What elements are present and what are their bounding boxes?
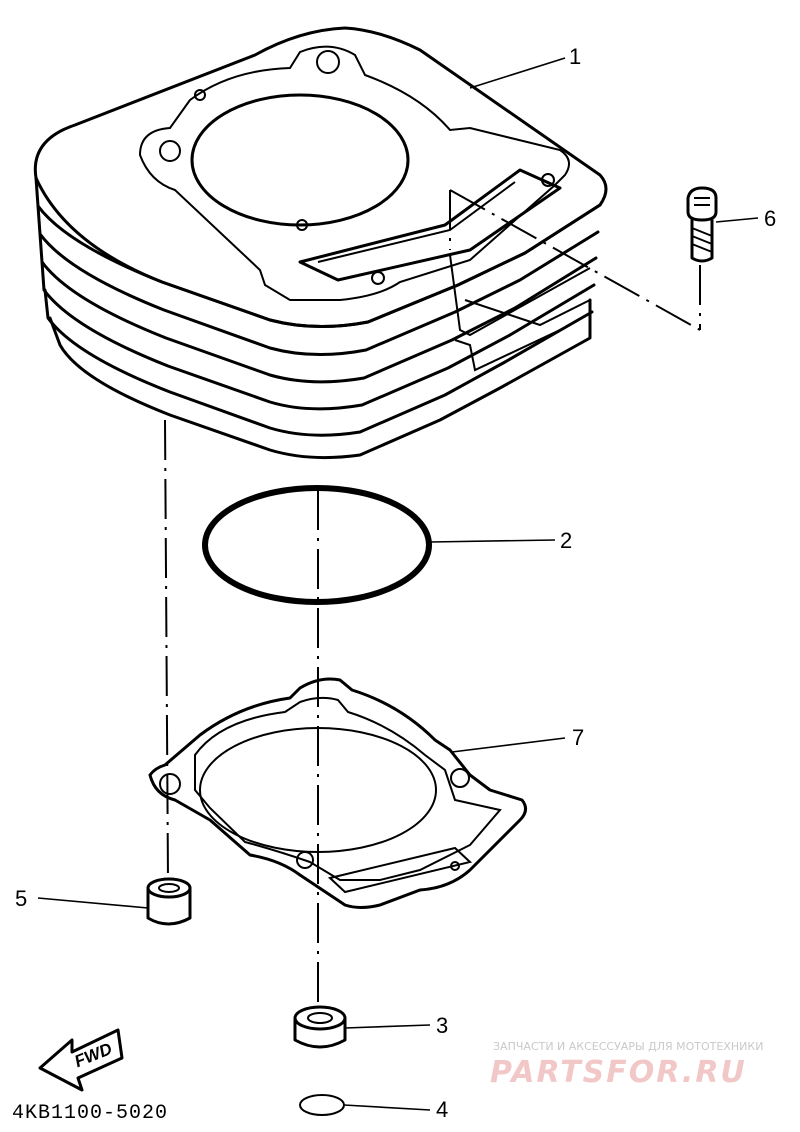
leader-lines — [37, 57, 759, 1111]
part-number-7: 7 — [572, 725, 584, 750]
part-number-2: 2 — [560, 528, 572, 553]
watermark-brand: PARTSFOR.RU — [490, 1055, 747, 1090]
diagram-code: 4KB1100-5020 — [12, 1102, 168, 1125]
watermark: ЗАПЧАСТИ И АКСЕССУАРЫ ДЛЯ МОТОТЕХНИКИ PA… — [490, 1040, 763, 1090]
dowel-pin-part-5 — [146, 877, 192, 926]
dowel-pin-part-3 — [293, 1005, 347, 1049]
part-number-3: 3 — [436, 1013, 448, 1038]
forward-arrow-icon: FWD — [38, 1028, 124, 1092]
watermark-tagline: ЗАПЧАСТИ И АКСЕССУАРЫ ДЛЯ МОТОТЕХНИКИ — [493, 1040, 763, 1053]
base-gasket-part — [148, 677, 527, 909]
part-number-6: 6 — [764, 206, 776, 231]
bolt-part — [686, 186, 718, 263]
forward-label: FWD — [72, 1039, 115, 1071]
small-o-ring-part — [299, 1094, 345, 1116]
guide-lines — [164, 189, 701, 1010]
o-ring-part — [202, 485, 432, 605]
part-number-4: 4 — [436, 1097, 448, 1122]
part-number-5: 5 — [15, 886, 27, 911]
part-number-1: 1 — [569, 44, 581, 69]
cylinder-part — [33, 26, 608, 460]
